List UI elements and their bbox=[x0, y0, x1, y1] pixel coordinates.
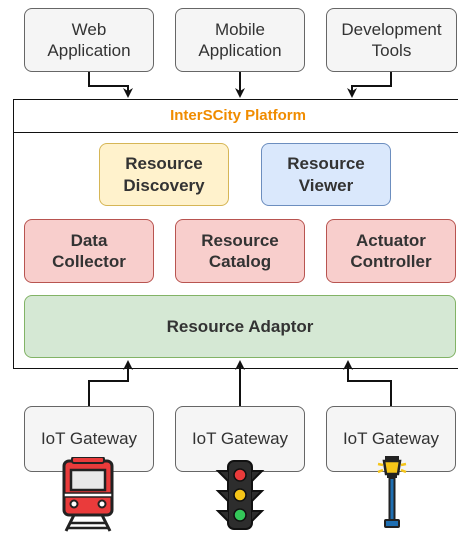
web-application-box: Web Application bbox=[24, 8, 154, 72]
actuator-controller-box: Actuator Controller bbox=[326, 219, 456, 283]
arrow-devtools-to-platform bbox=[347, 72, 392, 98]
arrow-gateway1-to-platform bbox=[88, 360, 133, 406]
resource-discovery-box: Resource Discovery bbox=[99, 143, 229, 206]
train-icon bbox=[62, 457, 114, 532]
data-collector-box: Data Collector bbox=[24, 219, 154, 283]
mobile-application-box: Mobile Application bbox=[175, 8, 305, 72]
arrow-web-to-platform bbox=[88, 72, 133, 98]
street-lamp-icon bbox=[377, 456, 407, 528]
resource-catalog-box: Resource Catalog bbox=[175, 219, 305, 283]
resource-adaptor-box: Resource Adaptor bbox=[24, 295, 456, 358]
development-tools-box: Development Tools bbox=[326, 8, 457, 72]
resource-viewer-box: Resource Viewer bbox=[261, 143, 391, 206]
platform-title: InterSCity Platform bbox=[13, 99, 458, 133]
traffic-light-icon bbox=[215, 460, 265, 530]
arrow-gateway3-to-platform bbox=[343, 360, 392, 406]
